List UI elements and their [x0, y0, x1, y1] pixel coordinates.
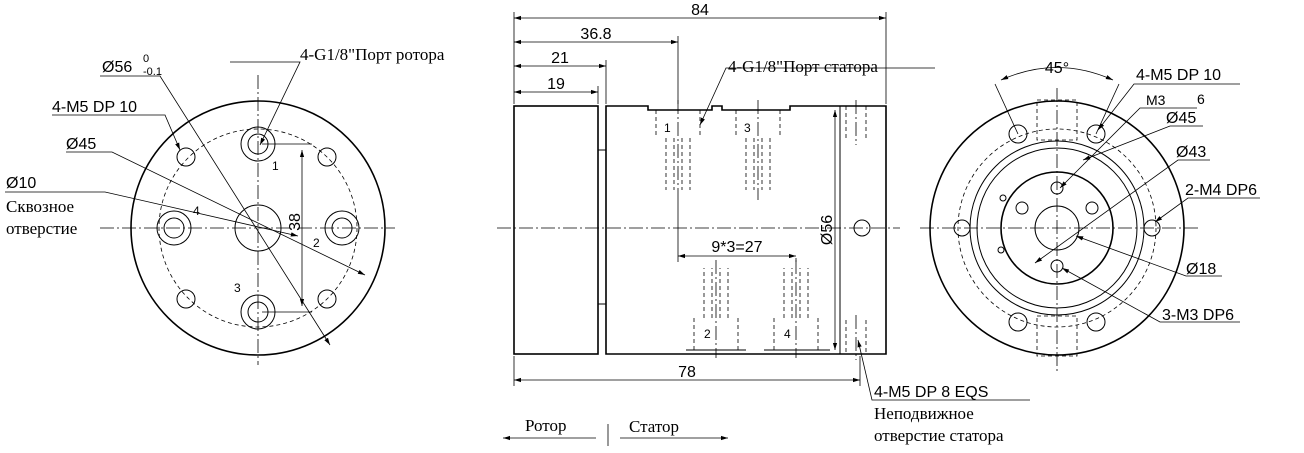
dim-spacing-label: 9*3=27: [711, 239, 762, 256]
angle-label: 45°: [1045, 60, 1069, 77]
dim-78-label: 78: [678, 364, 696, 381]
port-num: 1: [664, 121, 671, 135]
stator-port-label: 4-G1/8"Порт статора: [728, 57, 878, 76]
m4-hole: [953, 219, 971, 237]
side-dia-56-label: Ø56: [819, 215, 836, 245]
right-end-view: 45° 4-M5 DP 10 M3 6 Ø45 Ø43 2-M4 DP6 Ø18…: [920, 60, 1260, 372]
m5-hole: [176, 289, 196, 309]
dia-56-label: Ø56: [102, 59, 132, 76]
fixed-hole-label-1: Неподвижное: [874, 404, 974, 423]
m3-holes-label: 3-M3 DP6: [1162, 307, 1234, 324]
m5-hole: [176, 147, 196, 167]
rotor-body: [513, 105, 599, 355]
m5-holes-label: 4-M5 DP 10: [52, 99, 137, 116]
dim-36-8-label: 36.8: [580, 26, 611, 43]
port-num: 4: [193, 204, 200, 218]
port-num: 3: [744, 121, 751, 135]
left-end-view: 38 4-G1/8"Порт ротора Ø56 0 -0.1 4-M5 DP…: [5, 45, 445, 365]
m5-hole: [1086, 312, 1106, 332]
tol-upper-label: 0: [143, 53, 149, 65]
eqs-holes-label: 4-M5 DP 8 EQS: [874, 384, 988, 401]
m3-hole: [1050, 181, 1064, 195]
m5-hole: [1008, 124, 1028, 144]
m5-hole: [317, 147, 337, 167]
m3-hole: [1085, 201, 1099, 215]
dia-10-label: Ø10: [6, 175, 36, 192]
dim-19-label: 19: [547, 76, 565, 93]
m3-hole: [1015, 201, 1029, 215]
m4-hole: [1143, 219, 1161, 237]
rotor-port-2: [324, 210, 360, 246]
rotor-label: Ротор: [525, 416, 567, 435]
m3-hole: [1050, 259, 1064, 273]
port-num: 2: [313, 236, 320, 250]
dia-43-label: Ø43: [1176, 144, 1206, 161]
m3-depth-label: 6: [1197, 91, 1205, 107]
port-num: 2: [704, 327, 711, 341]
through-hole-label-2: отверстие: [6, 219, 77, 238]
fixed-hole-label-2: отверстие статора: [874, 426, 1004, 445]
dia-18-label: Ø18: [1186, 261, 1216, 278]
dim-84-label: 84: [691, 2, 709, 19]
m4-holes-label: 2-M4 DP6: [1185, 182, 1257, 199]
m3-label: M3: [1146, 92, 1166, 108]
side-view: 84 36.8 21 19 4-G1/8"Порт статора 9*3=27…: [497, 2, 1030, 446]
m5-hole: [1008, 312, 1028, 332]
port-num: 1: [272, 159, 279, 173]
rotor-port-4: [156, 210, 192, 246]
dim-38-label: 38: [287, 213, 304, 231]
dia-45-label: Ø45: [66, 136, 96, 153]
port-num: 3: [234, 281, 241, 295]
rotor-port-label: 4-G1/8"Порт ротора: [300, 45, 445, 64]
right-dia-45-label: Ø45: [1166, 110, 1196, 127]
stator-label: Статор: [629, 417, 679, 436]
stator-body: [605, 105, 887, 355]
tol-lower-label: -0.1: [143, 66, 162, 78]
m5-hole: [317, 289, 337, 309]
m5-hole: [1086, 124, 1106, 144]
side-port-hole: [853, 219, 871, 237]
through-hole-label-1: Сквозное: [6, 197, 74, 216]
port-num: 4: [784, 327, 791, 341]
right-m5-label: 4-M5 DP 10: [1136, 67, 1221, 84]
dim-21-label: 21: [551, 50, 569, 67]
